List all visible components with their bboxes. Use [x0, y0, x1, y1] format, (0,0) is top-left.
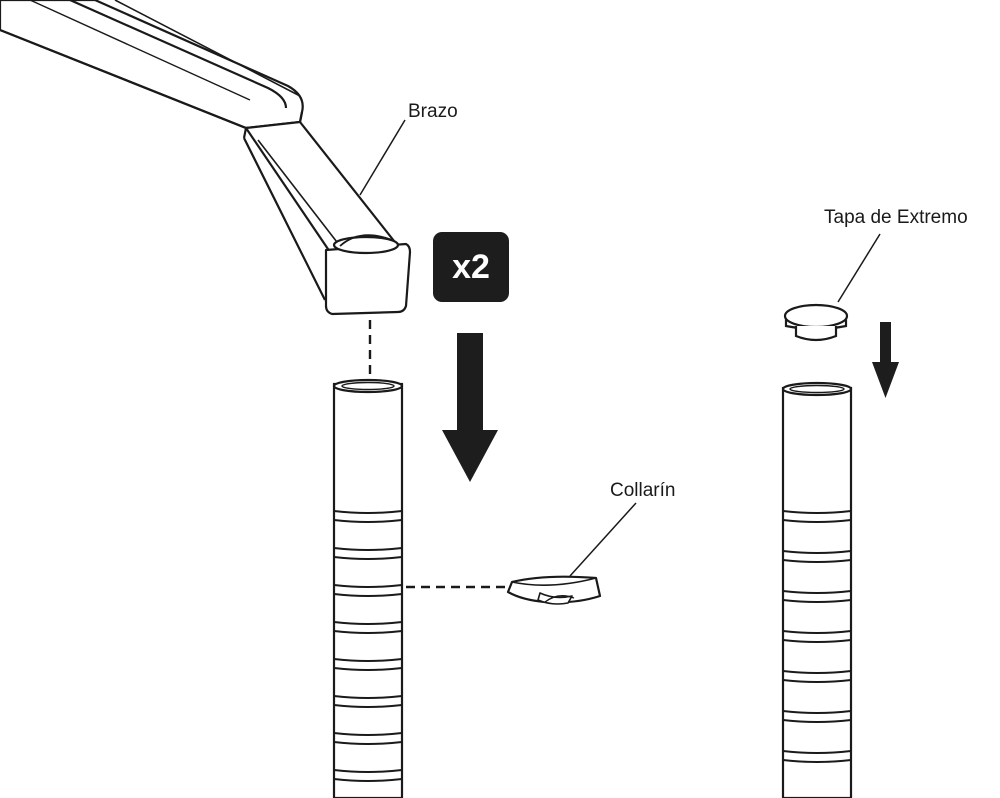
end-cap — [783, 303, 849, 342]
collar — [506, 575, 602, 605]
down-arrow-icon — [442, 333, 498, 482]
right-pole-grooves — [782, 510, 852, 763]
left-pole-grooves — [333, 510, 403, 782]
collar-leader-line — [569, 502, 637, 577]
arm-leader-line — [359, 119, 406, 196]
quantity-badge: x2 — [433, 232, 509, 302]
end-cap-label: Tapa de Extremo — [824, 207, 968, 228]
arm-label: Brazo — [408, 101, 458, 122]
end-cap-leader-line — [837, 233, 881, 303]
collar-label: Collarín — [610, 480, 676, 501]
left-pole — [332, 378, 404, 798]
down-arrow-small-icon — [872, 322, 899, 398]
right-pole — [781, 381, 853, 798]
shelf-arm — [0, 0, 412, 316]
